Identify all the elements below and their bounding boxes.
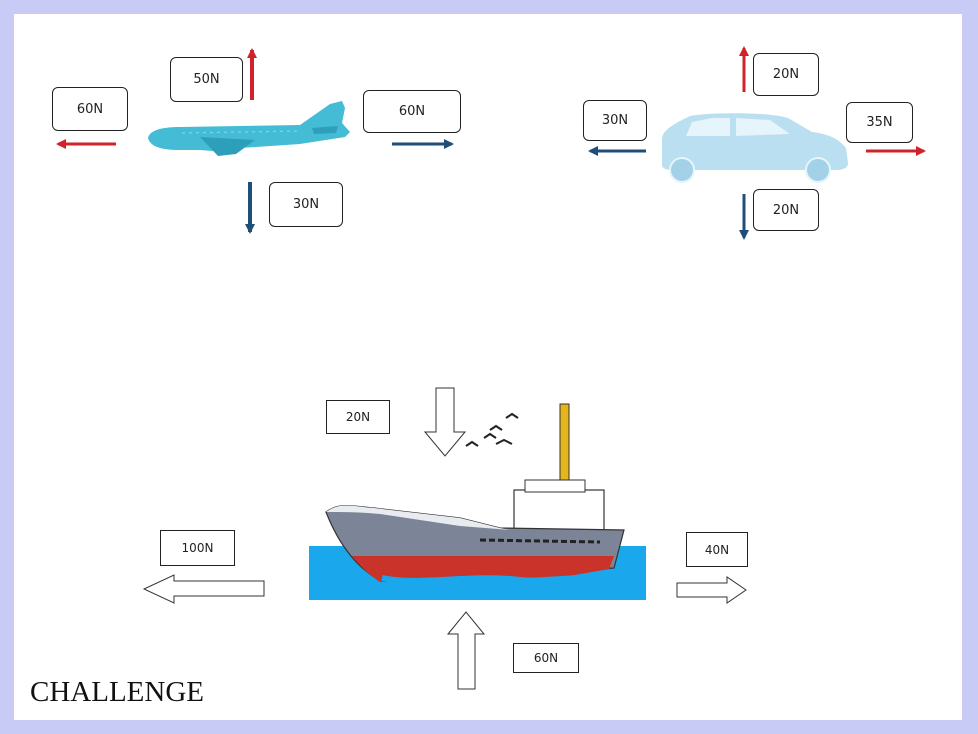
ship-right-arrow — [676, 576, 747, 604]
plane-up-force-label: 50N — [170, 57, 243, 102]
cargo-ship-icon — [325, 403, 625, 584]
car-left-force-label: 30N — [583, 100, 647, 141]
challenge-caption: CHALLENGE — [30, 676, 204, 708]
car-up-force-label: 20N — [753, 53, 819, 96]
airplane-icon — [148, 101, 350, 156]
seagulls-icon — [465, 412, 519, 447]
ship-up-arrow — [446, 611, 486, 690]
car-right-force-label: 35N — [846, 102, 913, 143]
car-down-force-label: 20N — [753, 189, 819, 231]
ship-left-arrow — [142, 574, 265, 604]
plane-right-force-label: 60N — [363, 90, 461, 133]
ship-down-force-label: 20N — [326, 400, 390, 434]
ship-left-force-label: 100N — [160, 530, 235, 566]
ship-down-arrow — [423, 387, 467, 457]
car-icon — [662, 113, 848, 183]
ship-up-force-label: 60N — [513, 643, 579, 673]
plane-left-force-label: 60N — [52, 87, 128, 131]
plane-down-force-label: 30N — [269, 182, 343, 227]
ship-right-force-label: 40N — [686, 532, 748, 567]
